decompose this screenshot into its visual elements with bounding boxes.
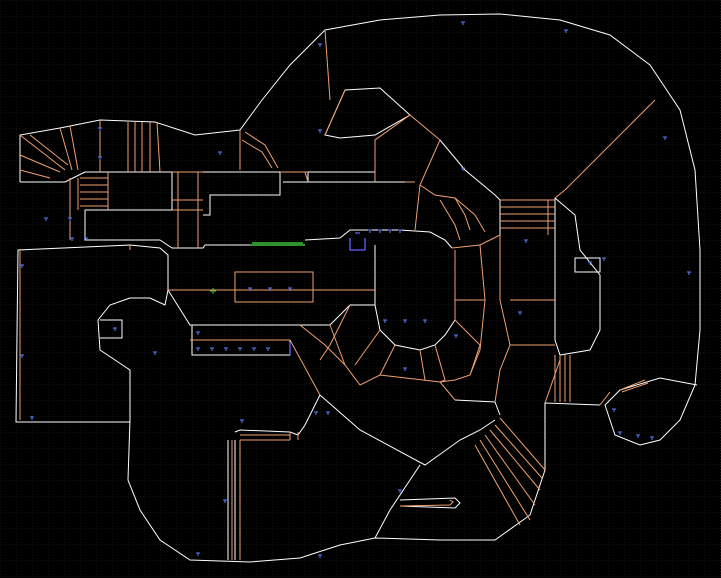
- special-lines: [289, 232, 366, 355]
- green-lines: [250, 242, 305, 246]
- tee-marker-icon: [98, 156, 102, 160]
- two-sided-lines: [19, 29, 656, 560]
- tee-marker-icon: [618, 431, 622, 435]
- tee-marker-icon: [288, 287, 292, 291]
- tee-marker-icon: [252, 347, 256, 351]
- tee-marker-icon: [368, 229, 372, 233]
- tee-marker-icon: [20, 354, 24, 358]
- tee-marker-icon: [70, 237, 74, 241]
- tee-marker-icon: [612, 408, 616, 412]
- tee-marker-icon: [196, 552, 200, 556]
- tee-marker-icon: [218, 151, 222, 155]
- tee-marker-icon: [564, 29, 568, 33]
- tee-marker-icon: [240, 419, 244, 423]
- tee-marker-icon: [224, 347, 228, 351]
- tee-marker-icon: [266, 347, 270, 351]
- tee-marker-icon: [650, 436, 654, 440]
- tee-marker-icon: [153, 351, 157, 355]
- tee-marker-icon: [223, 499, 227, 503]
- tee-marker-icon: [238, 347, 242, 351]
- tee-marker-icon: [403, 319, 407, 323]
- tee-marker-icon: [518, 311, 522, 315]
- tee-marker-icon: [378, 229, 382, 233]
- tee-marker-icon: [44, 217, 48, 221]
- tee-marker-icon: [461, 21, 465, 25]
- tee-marker-icon: [318, 554, 322, 558]
- tee-marker-icon: [248, 287, 252, 291]
- tee-marker-icon: [398, 229, 402, 233]
- tee-marker-icon: [403, 367, 407, 371]
- tee-marker-icon: [98, 127, 102, 131]
- tee-marker-icon: [423, 319, 427, 323]
- tee-marker-icon: [383, 319, 387, 323]
- tee-marker-icon: [196, 347, 200, 351]
- tee-marker-icon: [30, 416, 34, 420]
- tee-marker-icon: [268, 287, 272, 291]
- tee-marker-icon: [314, 411, 318, 415]
- tee-marker-icon: [318, 43, 322, 47]
- tee-marker-icon: [210, 347, 214, 351]
- tee-marker-icon: [68, 217, 72, 221]
- tee-marker-icon: [196, 331, 200, 335]
- thing-markers: [20, 21, 691, 558]
- tee-marker-icon: [636, 434, 640, 438]
- tee-marker-icon: [454, 334, 458, 338]
- tee-marker-icon: [388, 229, 392, 233]
- tee-marker-icon: [20, 264, 24, 268]
- tee-marker-icon: [524, 239, 528, 243]
- solid-walls: [15, 13, 701, 563]
- tee-marker-icon: [588, 261, 592, 265]
- tee-marker-icon: [398, 489, 402, 493]
- tee-marker-icon: [602, 257, 606, 261]
- tee-marker-icon: [84, 237, 88, 241]
- tee-marker-icon: [687, 271, 691, 275]
- tee-marker-icon: [318, 129, 322, 133]
- tee-marker-icon: [326, 411, 330, 415]
- tee-marker-icon: [461, 167, 465, 171]
- player-arrow-icon: [210, 288, 216, 294]
- tee-marker-icon: [113, 327, 117, 331]
- tee-marker-icon: [663, 136, 667, 140]
